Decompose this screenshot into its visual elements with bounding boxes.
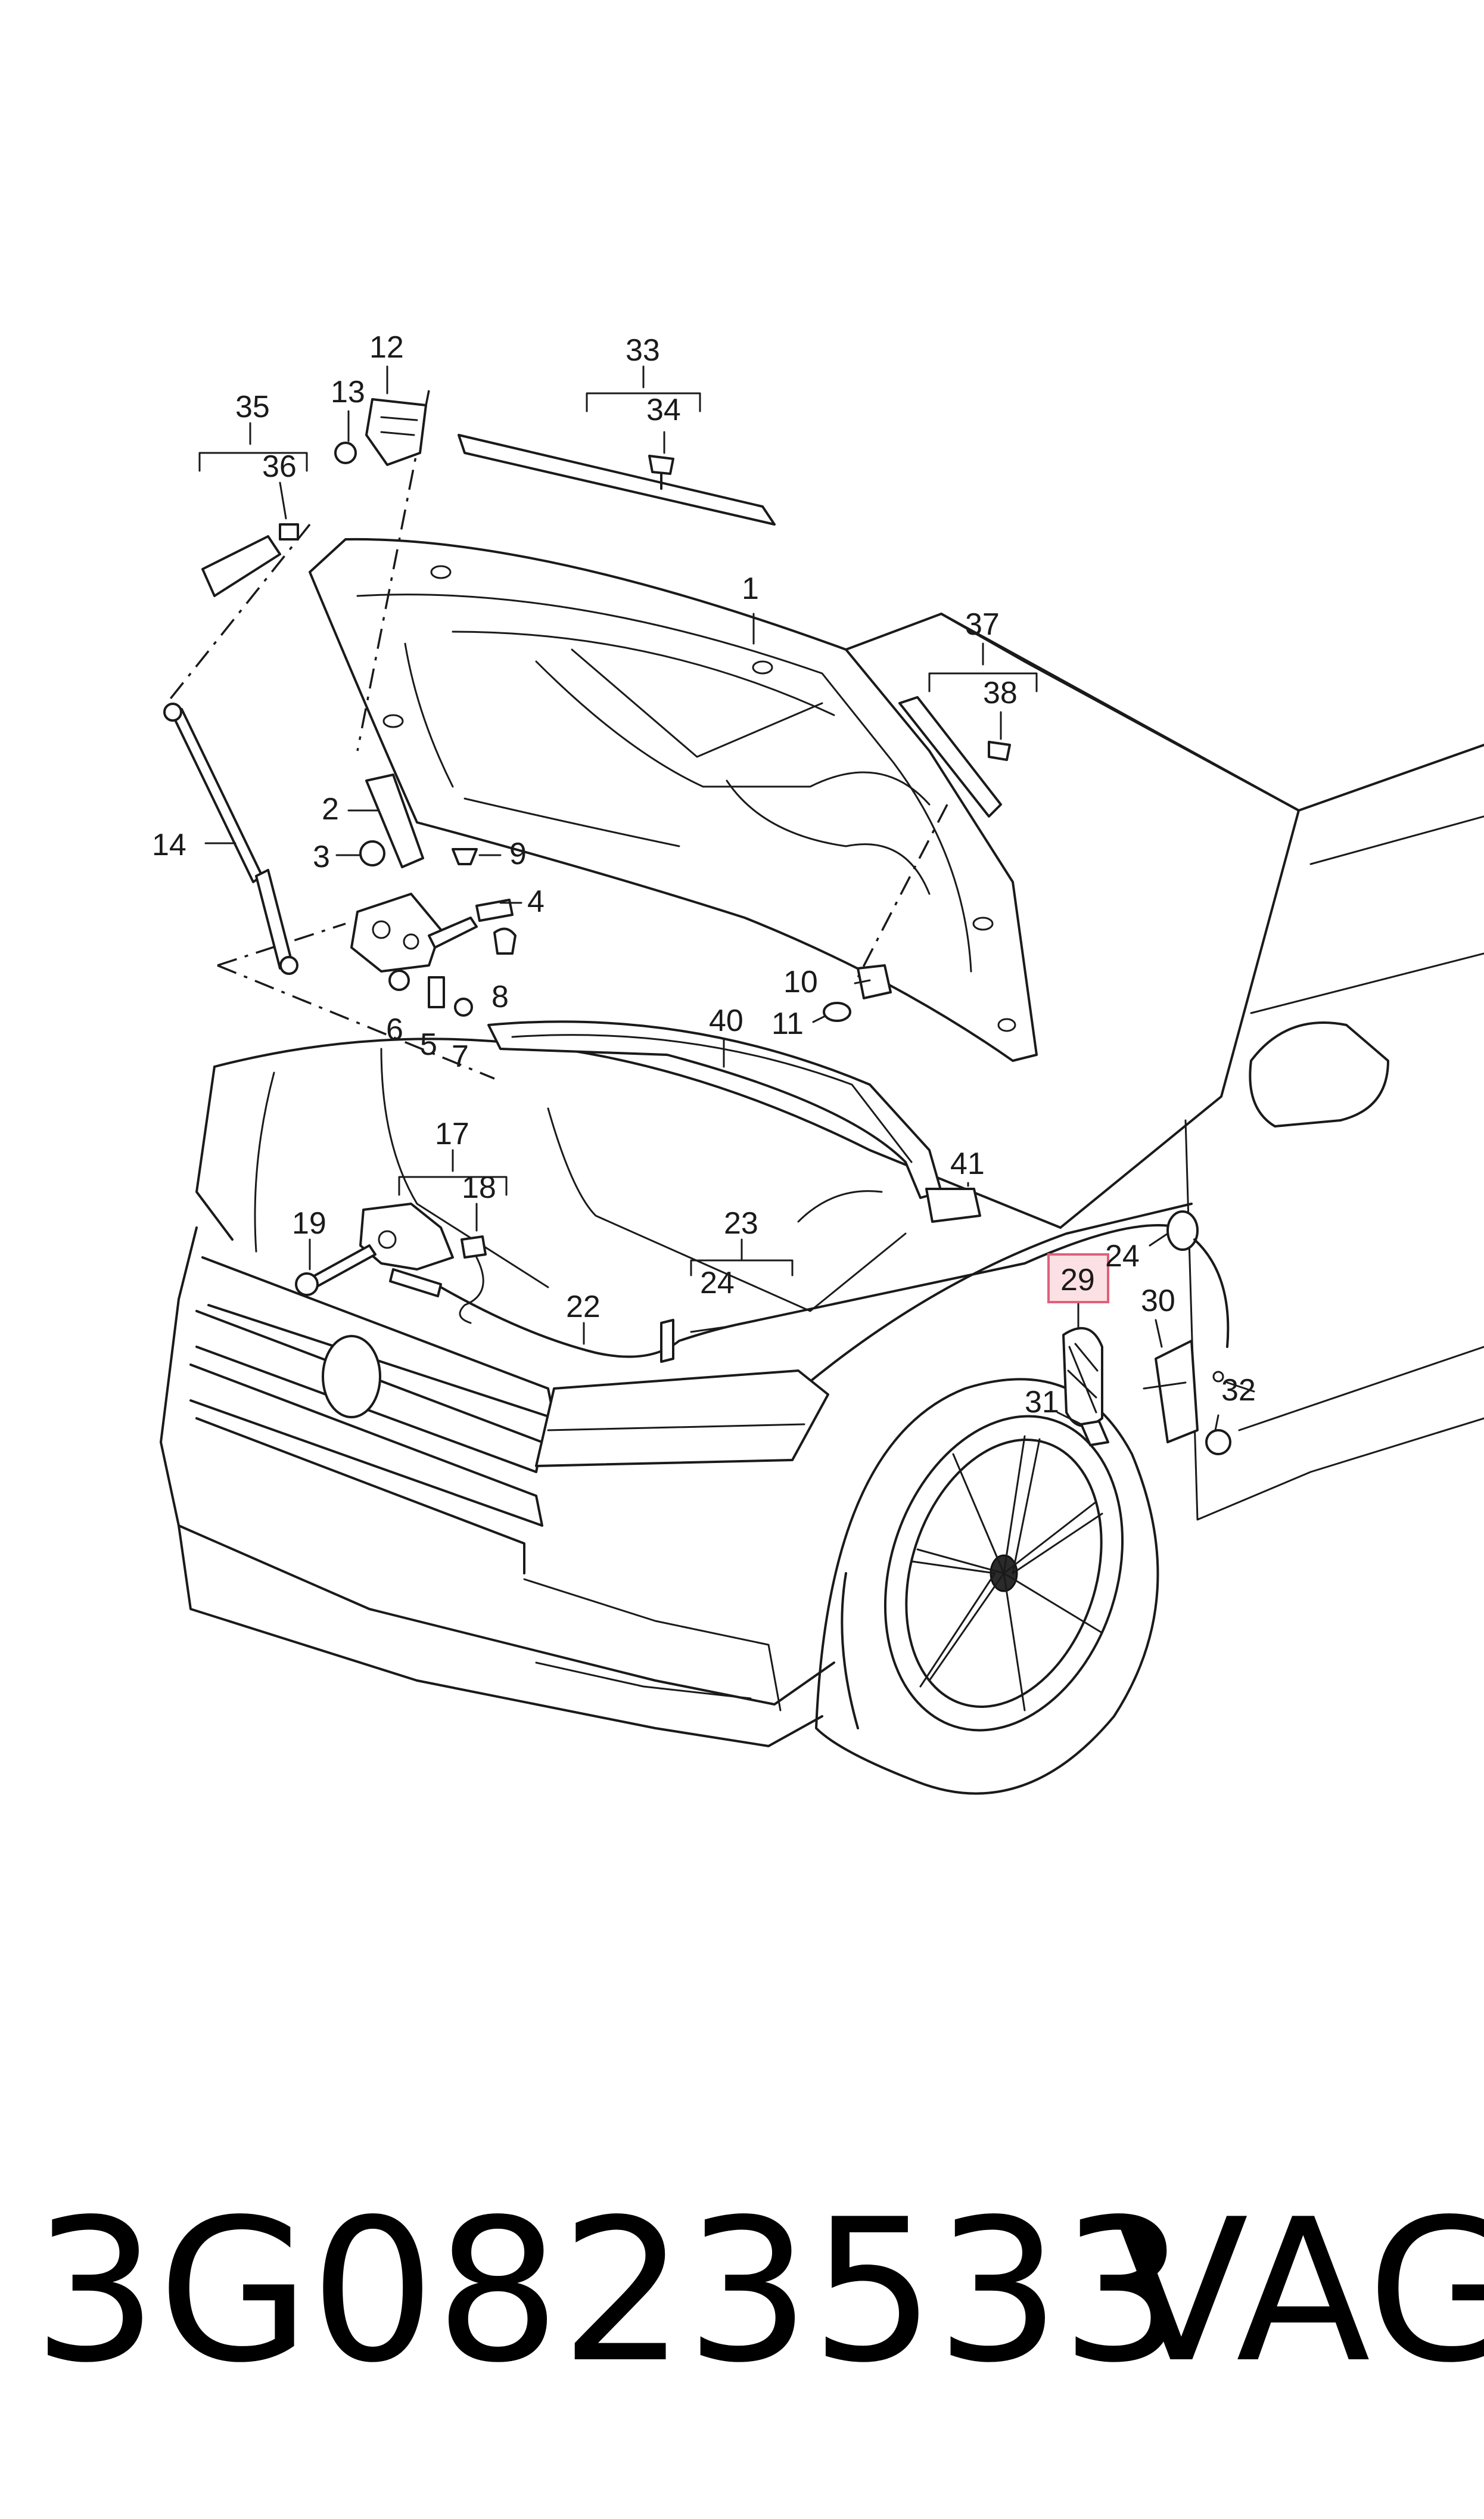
callout-5: 5 <box>420 1027 437 1062</box>
reference-lines <box>166 390 948 1080</box>
callout-22: 22 <box>566 1290 601 1324</box>
callout-1: 1 <box>742 571 759 606</box>
callout-38: 38 <box>983 676 1018 710</box>
callout-3: 3 <box>313 840 330 874</box>
callout-34: 34 <box>646 393 681 427</box>
parts <box>163 398 1231 1455</box>
callout-11: 11 <box>771 1007 804 1041</box>
callout-30: 30 <box>1141 1284 1175 1318</box>
callout-36: 36 <box>262 449 297 484</box>
front-wheel <box>815 1378 1159 1795</box>
highlight-box <box>1047 1253 1109 1303</box>
callout-29: 29 <box>1060 1263 1095 1297</box>
leader-lines <box>198 365 1255 1431</box>
callout-41: 41 <box>950 1147 985 1181</box>
callout-37: 37 <box>965 607 1000 642</box>
callout-32: 32 <box>1221 1373 1256 1408</box>
callout-6: 6 <box>386 1012 403 1047</box>
callout-35: 35 <box>235 390 270 424</box>
callout-2: 2 <box>322 792 339 827</box>
callout-40: 40 <box>709 1004 743 1038</box>
callout-4: 4 <box>527 884 545 919</box>
hood-panel <box>309 538 1038 1062</box>
brand-label: VAG <box>1114 2177 1484 2406</box>
car-body-outline <box>160 613 1484 1747</box>
callout-31: 31 <box>1025 1385 1059 1420</box>
callout-17: 17 <box>435 1117 469 1151</box>
callout-14: 14 <box>152 828 186 862</box>
callout-19: 19 <box>292 1206 326 1241</box>
callout-24-left: 24 <box>700 1266 735 1300</box>
callout-labels: 1 2 3 4 5 6 7 8 9 10 11 12 13 14 17 18 1… <box>152 330 1256 1420</box>
callout-33: 33 <box>626 333 660 368</box>
callout-7: 7 <box>452 1039 469 1074</box>
callout-23: 23 <box>724 1206 758 1241</box>
hood-release-exploded-diagram: 1 2 3 4 5 6 7 8 9 10 11 12 13 14 17 18 1… <box>152 330 1484 1795</box>
callout-9: 9 <box>509 837 527 871</box>
callout-12: 12 <box>369 330 404 365</box>
callout-10: 10 <box>783 965 818 999</box>
callout-8: 8 <box>491 980 509 1014</box>
callout-13: 13 <box>331 375 365 409</box>
callout-24-right: 24 <box>1105 1239 1140 1274</box>
callout-18: 18 <box>462 1170 496 1205</box>
part-number-label: 3G0823533 <box>33 2177 1186 2406</box>
